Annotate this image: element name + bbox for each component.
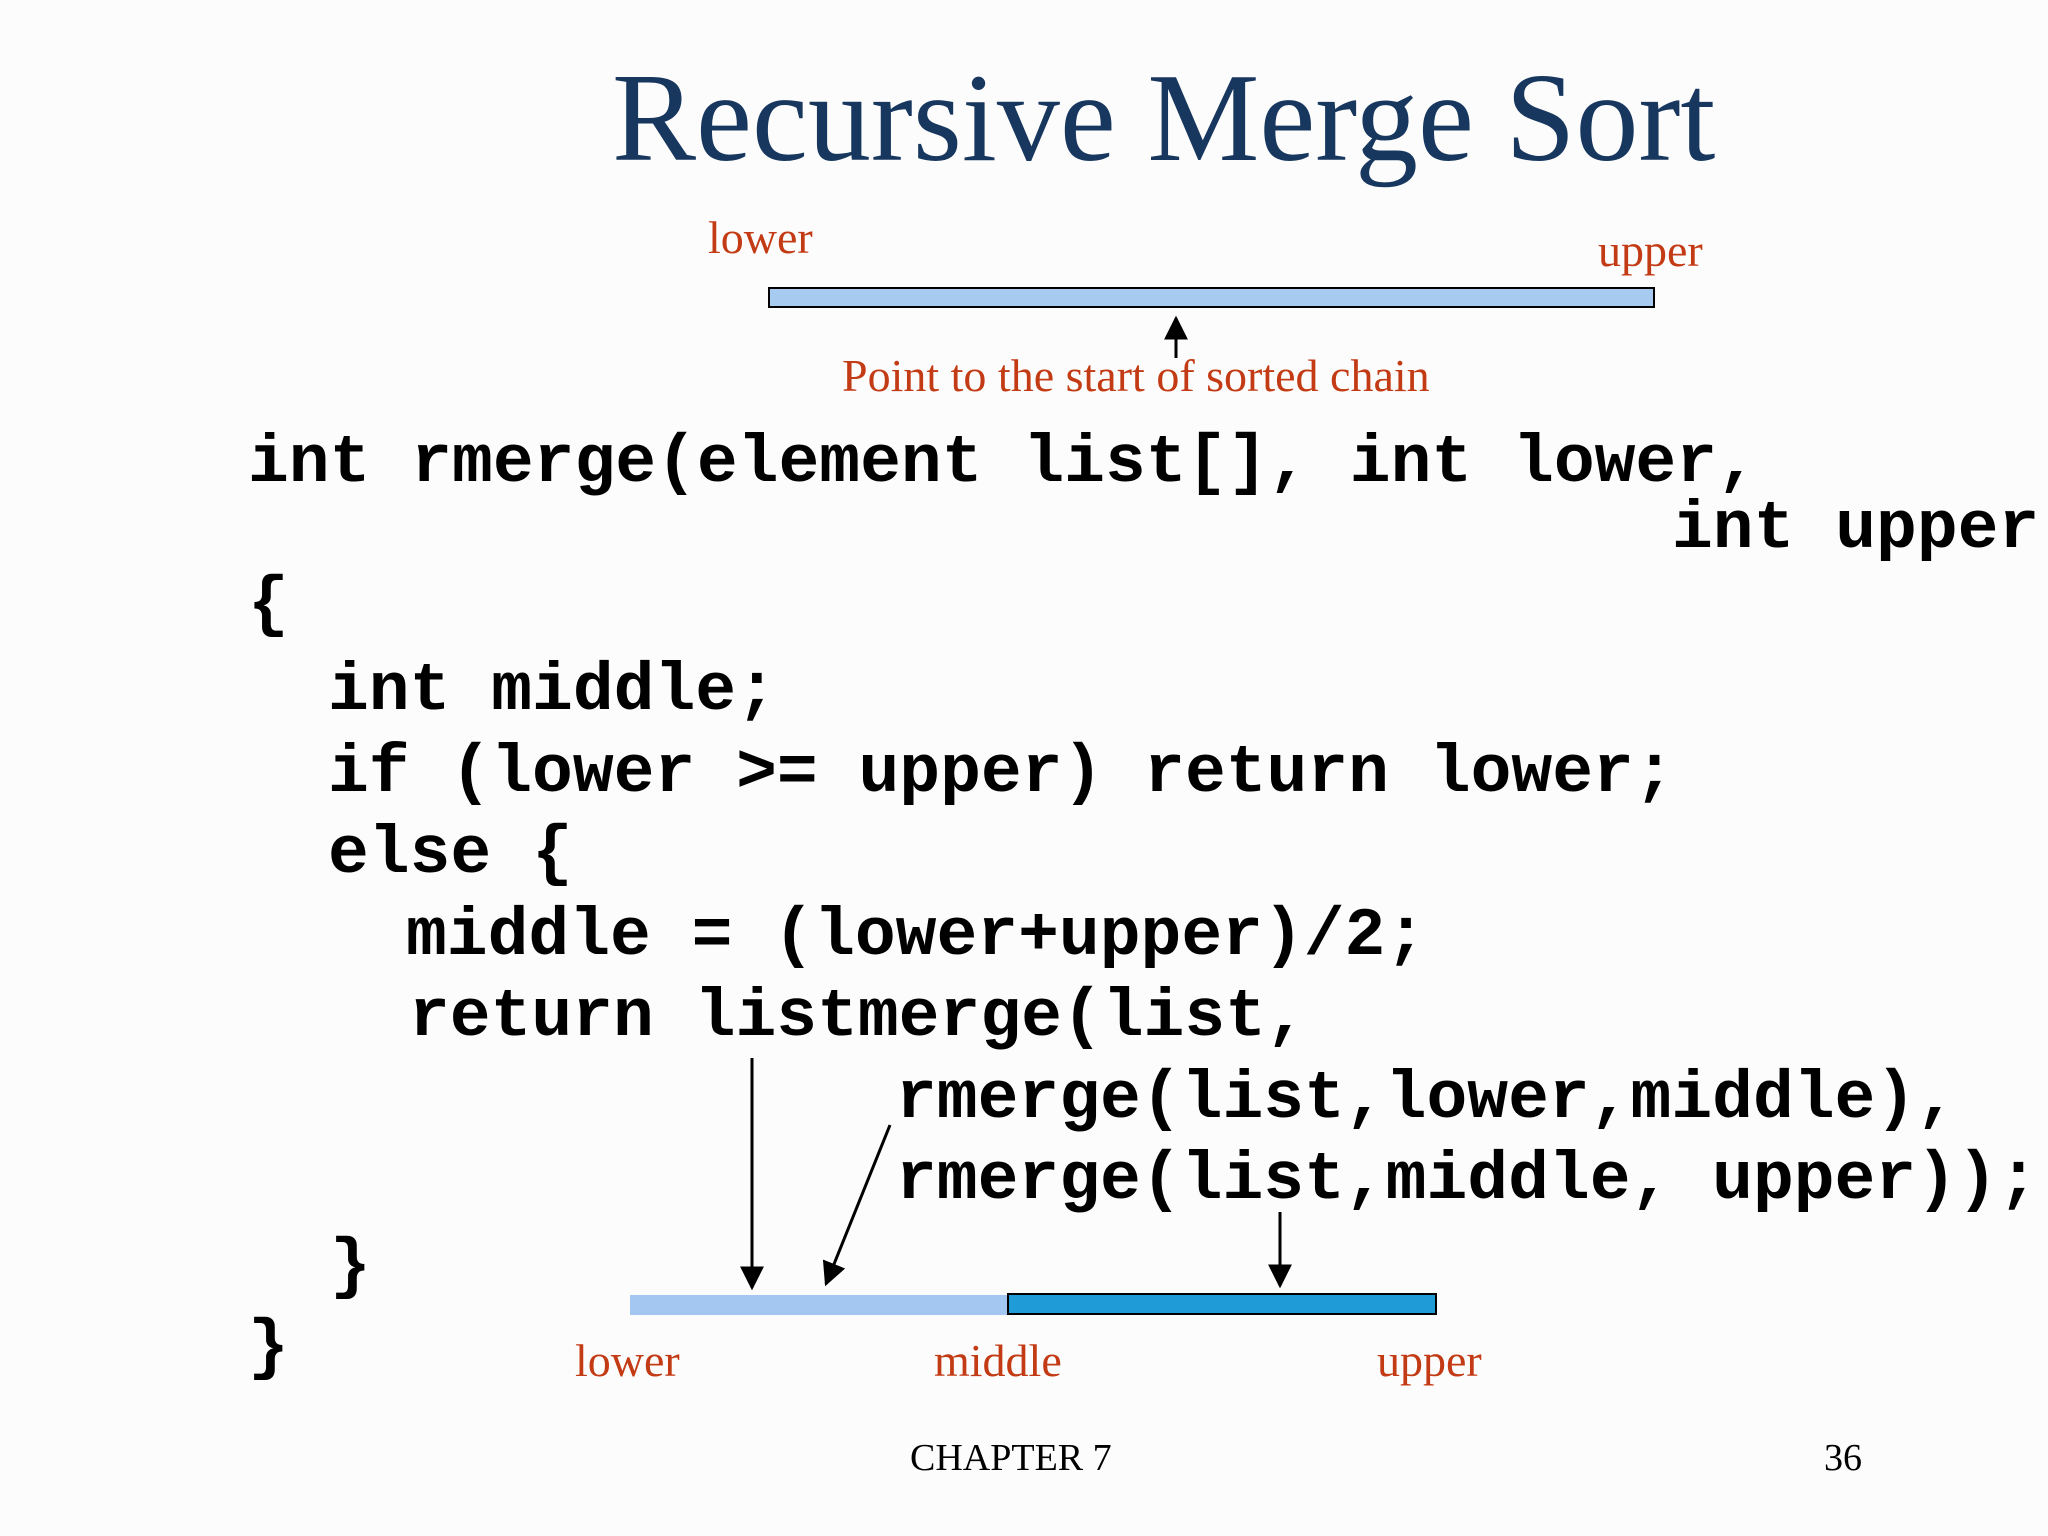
sorted-chain-bar (768, 287, 1655, 308)
code-line: if (lower >= upper) return lower; (328, 735, 1675, 812)
code-line: middle = (lower+upper)/2; (406, 898, 1427, 975)
code-line: rmerge(list,lower,middle), (896, 1061, 1957, 1138)
footer-chapter: CHAPTER 7 (910, 1437, 1112, 1479)
lower-middle-segment-bar (630, 1295, 1007, 1315)
middle-upper-segment-bar (1007, 1293, 1437, 1315)
code-line: { (248, 567, 289, 644)
code-line: } (248, 1310, 289, 1387)
rmerge-lower-diagonal-arrow (822, 1124, 892, 1287)
bottom-diagram-upper-label: upper (1377, 1335, 1482, 1386)
code-line: int rmerge(element list[], int lower, (248, 425, 1758, 502)
code-line: else { (328, 816, 573, 893)
footer-page-number: 36 (1824, 1437, 1862, 1479)
code-line: return listmerge(list, (409, 979, 1307, 1056)
sorted-chain-caption: Point to the start of sorted chain (842, 350, 1430, 401)
top-diagram-lower-label: lower (708, 212, 813, 263)
bottom-diagram-middle-label: middle (934, 1335, 1062, 1386)
bottom-diagram-lower-label: lower (575, 1335, 680, 1386)
code-line: } (330, 1229, 371, 1306)
code-line: int middle; (328, 653, 777, 730)
code-line: int upper) (1672, 491, 2048, 568)
slide-title: Recursive Merge Sort (612, 49, 1716, 188)
code-line: rmerge(list,middle, upper)); (896, 1142, 2039, 1219)
top-diagram-upper-label: upper (1598, 225, 1703, 276)
